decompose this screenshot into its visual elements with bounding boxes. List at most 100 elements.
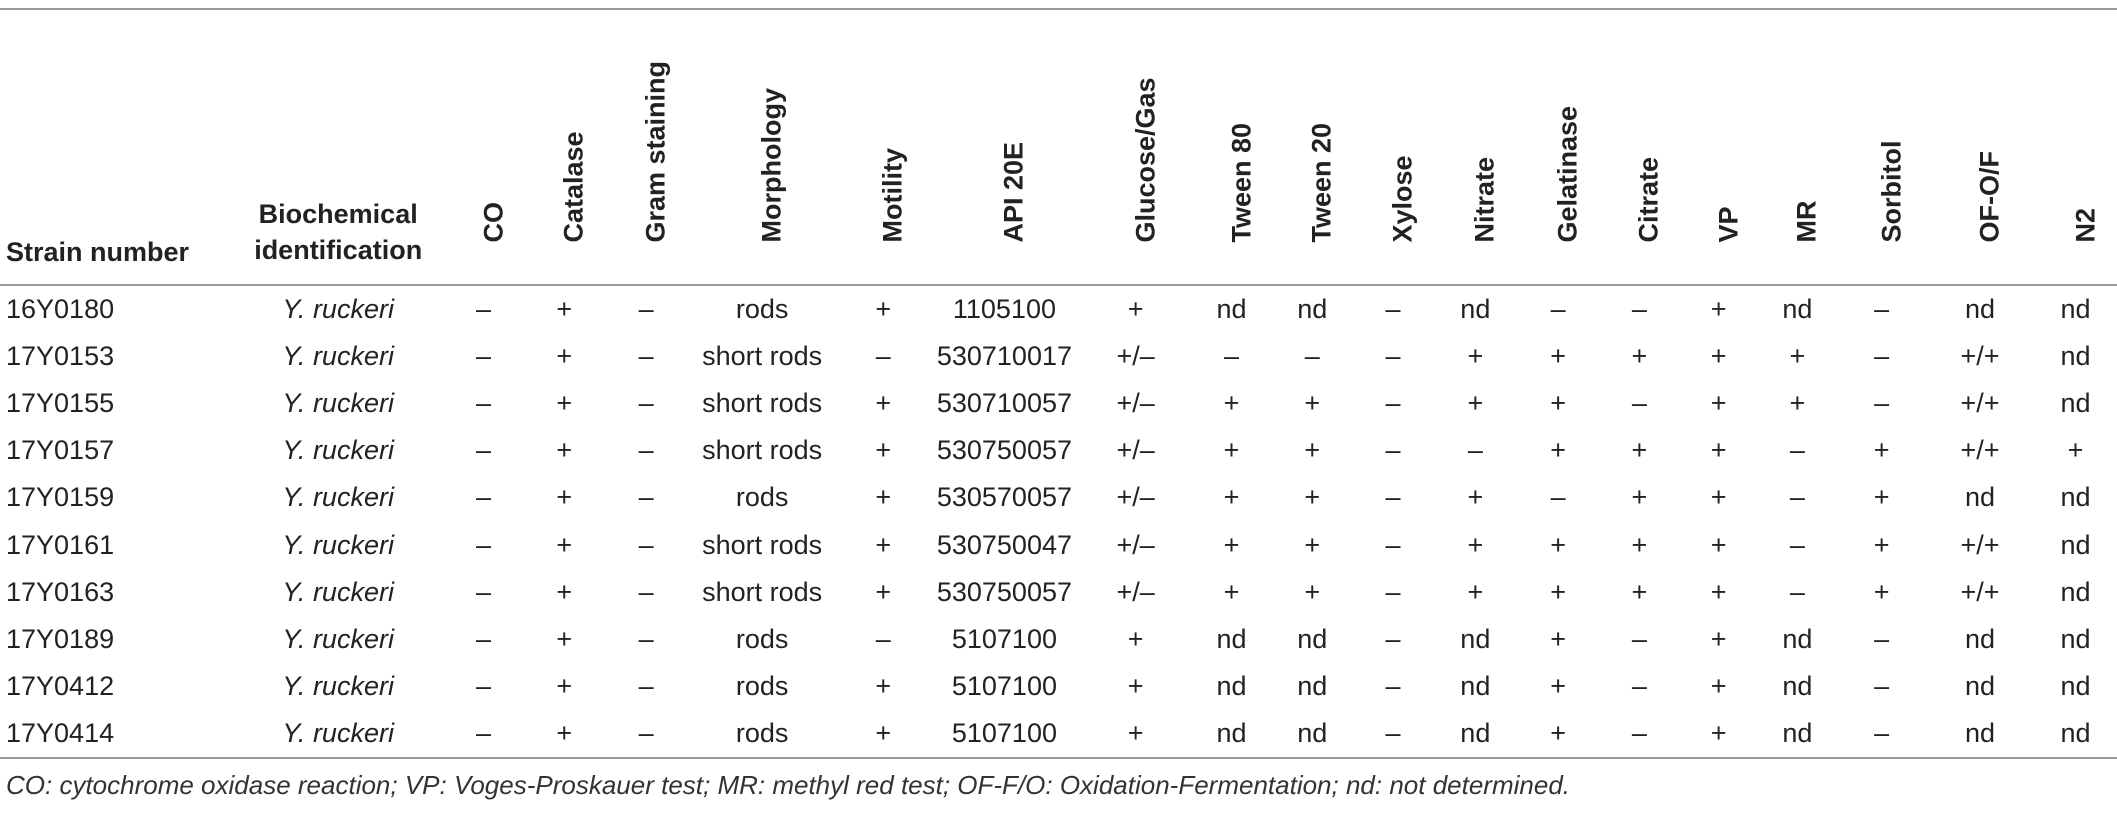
table-cell: –: [1385, 717, 1401, 748]
table-cell: –: [1874, 670, 1890, 701]
table-cell: –: [1631, 388, 1647, 419]
table-cell: +: [875, 482, 892, 513]
table-cell: +: [875, 576, 892, 607]
table-cell: –: [1550, 294, 1566, 325]
table-cell: 16Y0180: [6, 294, 115, 325]
table-cell: –: [1631, 670, 1647, 701]
table-cell: +: [1710, 717, 1727, 748]
table-cell: –: [1550, 482, 1566, 513]
table-cell: –: [476, 435, 492, 466]
table-cell: +: [1631, 529, 1648, 560]
table-cell: nd: [1297, 670, 1328, 701]
table-cell: Y. ruckeri: [282, 717, 394, 748]
table-cell: +: [1710, 670, 1727, 701]
table-cell: +: [1710, 435, 1727, 466]
table-cell: –: [638, 717, 654, 748]
table-cell: nd: [1297, 294, 1328, 325]
table-cell: +: [1710, 482, 1727, 513]
table-cell: –: [476, 717, 492, 748]
table-cell: Y. ruckeri: [282, 388, 394, 419]
table-cell: +: [556, 529, 573, 560]
table-cell: +: [1223, 576, 1240, 607]
table-cell: 530750047: [936, 529, 1072, 560]
table-cell: –: [1789, 482, 1805, 513]
table-cell: +: [1631, 435, 1648, 466]
column-header: OF-O/F: [1926, 9, 2034, 285]
table-cell: –: [1789, 576, 1805, 607]
table-cell: nd: [1297, 717, 1328, 748]
table-cell: –: [875, 623, 891, 654]
table-cell: +: [2067, 435, 2084, 466]
table-cell: +: [1873, 435, 1890, 466]
table-cell: +/+: [1960, 576, 2000, 607]
table-cell: –: [1385, 576, 1401, 607]
table-cell: +: [1631, 482, 1648, 513]
table-cell: –: [1874, 294, 1890, 325]
table-cell: –: [1631, 294, 1647, 325]
table-cell: +: [875, 717, 892, 748]
table-cell: nd: [2060, 294, 2091, 325]
table-cell: 5107100: [951, 623, 1057, 654]
column-header-label: Catalase: [558, 131, 589, 243]
table-cell: nd: [1782, 670, 1813, 701]
table-cell: +: [1631, 341, 1648, 372]
table-cell: 5107100: [951, 670, 1057, 701]
column-header-label: Sorbitol: [1876, 140, 1907, 243]
table-cell: –: [638, 670, 654, 701]
table-cell: rods: [735, 670, 789, 701]
column-header-label: Tween 20: [1306, 122, 1337, 243]
table-cell: nd: [1965, 717, 1996, 748]
table-cell: +: [1304, 529, 1321, 560]
table-cell: 17Y0159: [6, 482, 115, 513]
column-header: Xylose: [1353, 9, 1434, 285]
table-cell: nd: [1965, 294, 1996, 325]
table-cell: –: [1631, 717, 1647, 748]
table-cell: –: [1467, 435, 1483, 466]
table-cell: Y. ruckeri: [282, 294, 394, 325]
table-cell: +: [875, 435, 892, 466]
column-header: Nitrate: [1433, 9, 1517, 285]
column-header-label: Motility: [877, 148, 908, 243]
table-cell: –: [1631, 623, 1647, 654]
table-cell: nd: [1460, 717, 1491, 748]
table-cell: nd: [1782, 623, 1813, 654]
table-cell: +: [1710, 341, 1727, 372]
table-cell: +: [1873, 529, 1890, 560]
table-cell: 17Y0161: [6, 529, 115, 560]
table-cell: nd: [1965, 482, 1996, 513]
table-cell: –: [476, 482, 492, 513]
table-cell: +/+: [1960, 388, 2000, 419]
table-cell: +: [875, 294, 892, 325]
table-cell: –: [1385, 388, 1401, 419]
table-cell: short rods: [702, 388, 823, 419]
table-cell: Y. ruckeri: [282, 623, 394, 654]
table-cell: +: [1467, 388, 1484, 419]
table-cell: 530750057: [936, 576, 1072, 607]
column-header: Morphology: [686, 9, 837, 285]
table-cell: nd: [1965, 670, 1996, 701]
table-cell: +: [1789, 388, 1806, 419]
table-cell: +: [1467, 482, 1484, 513]
table-cell: +: [875, 529, 892, 560]
table-cell: –: [875, 341, 891, 372]
table-cell: +: [1710, 623, 1727, 654]
table-cell: 530710017: [936, 341, 1072, 372]
column-header-label: Gelatinase: [1552, 105, 1583, 243]
table-cell: +: [1223, 529, 1240, 560]
table-cell: –: [476, 341, 492, 372]
table-cell: nd: [1782, 717, 1813, 748]
column-header-label: VP: [1713, 206, 1744, 243]
table-cell: +: [556, 388, 573, 419]
table-cell: +: [556, 717, 573, 748]
table-cell: +: [1710, 529, 1727, 560]
table-cell: short rods: [702, 576, 823, 607]
table-cell: +: [1631, 576, 1648, 607]
table-cell: +/–: [1116, 529, 1155, 560]
column-header: Sorbitol: [1837, 9, 1926, 285]
